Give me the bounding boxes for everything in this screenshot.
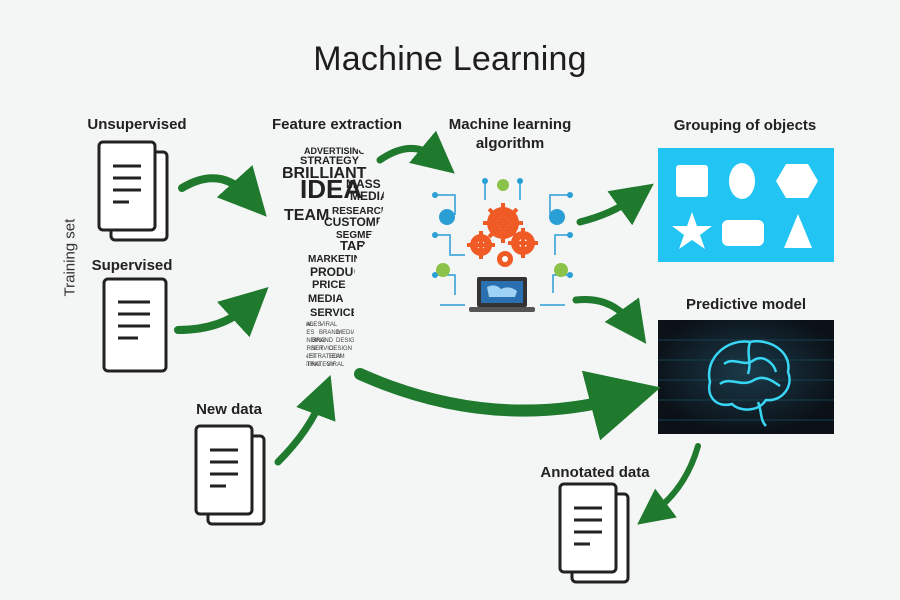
bulb-filler-word: INTERNET	[293, 346, 323, 352]
hexagon-shape-icon	[776, 164, 818, 198]
annotated-document-icon	[558, 482, 630, 584]
bulb-word: STRATEGY	[300, 155, 360, 167]
word-cloud-bulb-icon: ADVERTISINGSTRATEGYBRILLIANTIDEAMASSMEDI…	[276, 142, 390, 372]
bulb-filler-word: MEDIA	[337, 330, 356, 336]
supervised-document-icon	[102, 277, 168, 373]
bulb-word: IDEA	[300, 174, 362, 204]
oval-shape-icon	[729, 163, 755, 199]
bulb-filler-word: SALES	[302, 322, 321, 328]
bulb-word: TEAM	[284, 207, 329, 224]
bulb-filler-word: STRATEGY	[303, 362, 335, 368]
triangle-shape-icon	[784, 214, 812, 248]
unsupervised-to-feature-arrow	[178, 165, 267, 217]
bulb-filler-word: VIRAL	[320, 322, 338, 328]
bulb-word: MARKETING	[308, 254, 369, 265]
bulb-word: SEGMENT	[336, 230, 385, 241]
unsupervised-document-icon	[97, 140, 169, 242]
bulb-filler-word: BRAND	[319, 330, 341, 336]
diagram-title: Machine Learning	[313, 40, 587, 78]
bulb-filler-word: DESIGN	[336, 338, 359, 344]
rectangle-shape-icon	[722, 220, 764, 246]
feature-extraction-label: Feature extraction	[271, 116, 403, 133]
bulb-filler-word: BRANDING	[294, 338, 326, 344]
predictive-label: Predictive model	[685, 296, 807, 313]
bulb-word: ADVERTISING	[304, 146, 366, 156]
bulb-word: PRICE	[312, 279, 346, 291]
square-shape-icon	[676, 165, 708, 197]
algorithm-to-predictive-arrow	[572, 296, 647, 344]
ml-algorithm-label-line1: Machine learning	[448, 116, 572, 133]
bulb-filler-word: VIRAL	[327, 362, 345, 368]
bulb-word: MASS	[346, 177, 381, 191]
bulb-filler-word: SERVICE	[311, 346, 337, 352]
bulb-filler-word: STRATEGY	[310, 354, 342, 360]
annotated-label: Annotated data	[540, 464, 650, 481]
bulb-word: RESEARCH	[332, 206, 388, 217]
bulb-word: MEDIA	[350, 189, 389, 203]
feature-to-algorithm-arrow	[376, 130, 455, 174]
grouping-panel	[658, 148, 834, 262]
new-data-to-feature-arrow	[274, 375, 336, 466]
predictive-brain-panel	[658, 320, 834, 434]
bulb-word: SERVICE	[310, 307, 358, 319]
supervised-label: Supervised	[91, 257, 173, 274]
bulb-filler-word: TEAM	[328, 354, 345, 360]
ml-algorithm-label: Machine learning algorithm	[440, 115, 580, 153]
bulb-filler-word: DESIGN	[329, 346, 352, 352]
star-shape-icon	[672, 212, 712, 249]
ml-algorithm-label-line2: algorithm	[475, 135, 545, 152]
bulb-word: BRILLIANT	[282, 165, 367, 182]
bulb-word: MEDIA	[308, 293, 344, 305]
grouping-label: Grouping of objects	[673, 117, 817, 134]
new-data-label: New data	[196, 401, 262, 418]
ml-algorithm-gears-icon	[432, 178, 573, 312]
algorithm-to-grouping-arrow	[576, 183, 654, 226]
unsupervised-label: Unsupervised	[87, 116, 187, 133]
feature-to-predictive-arrow	[354, 368, 661, 441]
predictive-to-annotated-arrow	[637, 443, 701, 525]
new-data-document-icon	[194, 424, 266, 526]
bulb-filler-word: BRAND	[312, 338, 334, 344]
supervised-to-feature-arrow	[174, 287, 269, 338]
